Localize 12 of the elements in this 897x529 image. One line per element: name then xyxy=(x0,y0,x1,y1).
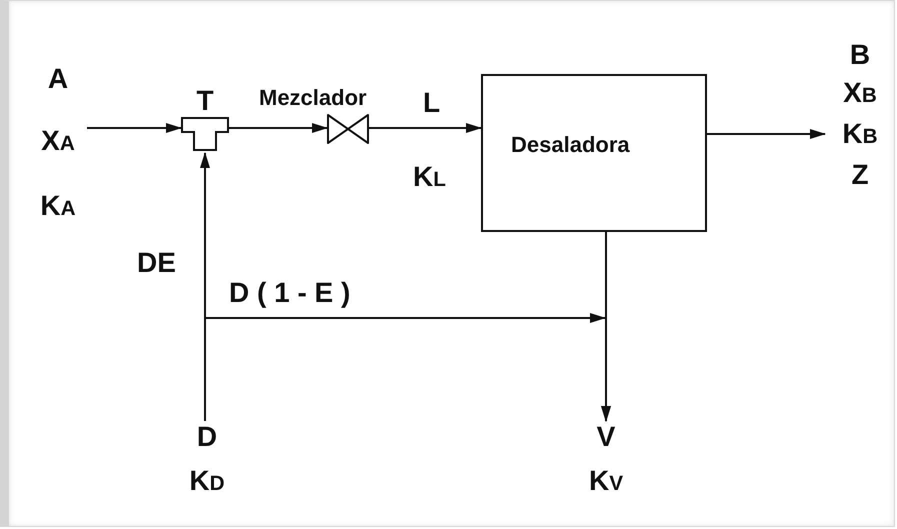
stream-variable: A xyxy=(48,63,68,95)
stream-variable: L xyxy=(423,87,440,120)
process-name: Desaladora xyxy=(511,132,630,158)
stream-variable: Z xyxy=(851,159,869,191)
unit-label: Mezclador xyxy=(259,85,367,110)
edge-label: DE xyxy=(137,247,176,280)
stream-variable: D xyxy=(196,421,218,453)
stream-variable: V xyxy=(596,421,616,453)
fitting-label: T xyxy=(196,85,214,117)
edge-label: D ( 1 - E ) xyxy=(229,277,350,310)
stream-variable: B xyxy=(850,39,870,71)
process-box xyxy=(481,74,707,232)
